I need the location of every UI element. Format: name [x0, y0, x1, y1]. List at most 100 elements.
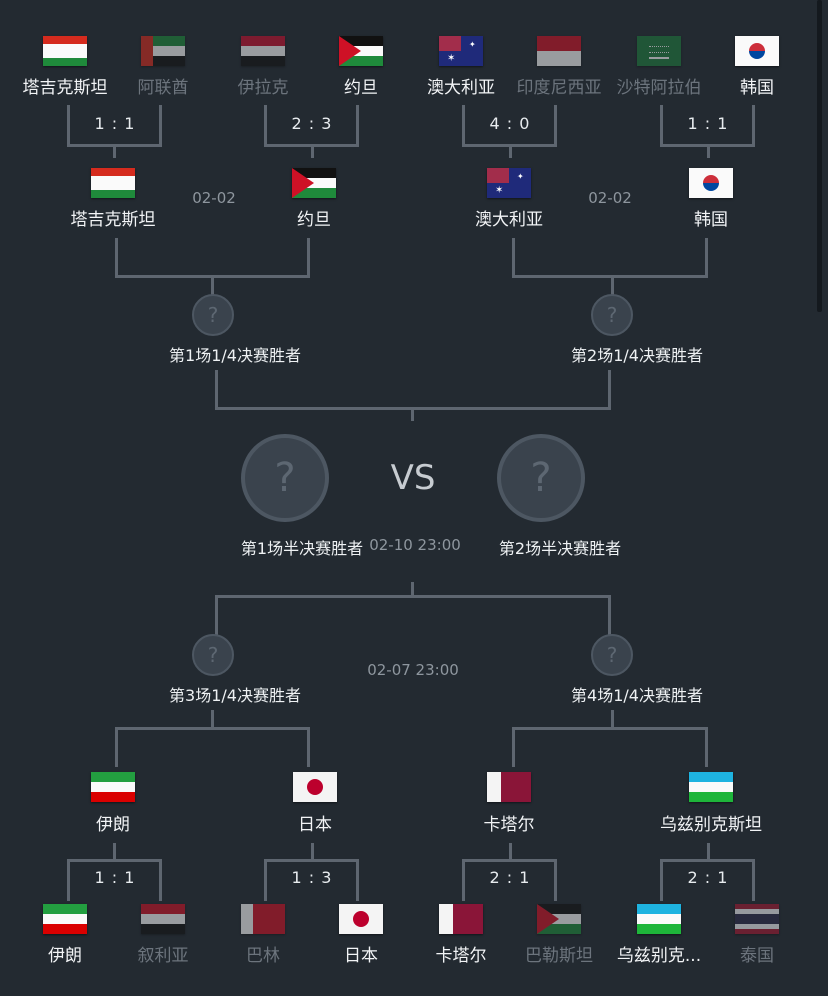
- team-name: 巴勒斯坦: [525, 946, 593, 966]
- bracket-line: [113, 144, 116, 158]
- bracket-line: [215, 595, 218, 635]
- bracket-line: [660, 859, 755, 862]
- bracket-line: [462, 105, 465, 147]
- team-name: 卡塔尔: [483, 815, 535, 835]
- finalist-placeholder: ?: [497, 434, 585, 522]
- bracket-line: [215, 370, 218, 410]
- bracket-line: [608, 595, 611, 635]
- bracket-line: [307, 727, 310, 767]
- flag-iran: [91, 772, 135, 802]
- bracket-line: [159, 105, 162, 147]
- scrollbar[interactable]: [817, 0, 822, 312]
- match-score[interactable]: 1 : 1: [94, 868, 136, 887]
- flag-uzbekistan: [637, 904, 681, 934]
- bracket-line: [509, 843, 512, 861]
- bracket-line: [660, 105, 663, 147]
- qf-winner-label: 第1场1/4决赛胜者: [169, 346, 301, 365]
- bracket-line: [411, 407, 414, 421]
- flag-uae: [141, 36, 185, 66]
- team-name: 约旦: [297, 210, 331, 230]
- tbd-team-placeholder: ?: [591, 634, 633, 676]
- team-name: 日本: [298, 815, 332, 835]
- team-name: 乌兹别克斯坦: [660, 815, 762, 835]
- flag-south-korea: [689, 168, 733, 198]
- team-name: 印度尼西亚: [516, 78, 602, 98]
- bracket-line: [115, 238, 118, 278]
- bracket-line: [512, 275, 708, 278]
- team-name: 伊拉克: [237, 78, 289, 98]
- flag-iran: [43, 904, 87, 934]
- bracket-line: [611, 710, 614, 730]
- team-name: 巴林: [246, 946, 280, 966]
- team-name: 塔吉克斯坦: [22, 78, 108, 98]
- bracket-line: [264, 859, 267, 901]
- match-date: 02-02: [588, 189, 632, 207]
- match-date: 02-02: [192, 189, 236, 207]
- team-name: 约旦: [344, 78, 378, 98]
- bracket-line: [215, 595, 611, 598]
- bracket-line: [311, 843, 314, 861]
- bracket-line: [509, 144, 512, 158]
- team-name: 伊朗: [96, 815, 130, 835]
- team-name: 乌兹别克...: [616, 946, 702, 966]
- bracket-line: [512, 727, 515, 767]
- team-name: 沙特阿拉伯: [616, 78, 702, 98]
- flag-jordan: [339, 36, 383, 66]
- team-name: 韩国: [740, 78, 774, 98]
- qf-winner-label: 第2场1/4决赛胜者: [571, 346, 703, 365]
- bracket-line: [705, 238, 708, 278]
- flag-palestine: [537, 904, 581, 934]
- flag-japan: [293, 772, 337, 802]
- bracket-line: [554, 105, 557, 147]
- bracket-line: [211, 710, 214, 730]
- bracket-line: [356, 105, 359, 147]
- team-name: 泰国: [740, 946, 774, 966]
- sf-winner-label: 第2场半决赛胜者: [498, 539, 622, 558]
- team-name: 塔吉克斯坦: [70, 210, 156, 230]
- bracket-line: [554, 859, 557, 901]
- match-score[interactable]: 1 : 1: [94, 114, 136, 133]
- flag-south-korea: [735, 36, 779, 66]
- match-score[interactable]: 2 : 1: [489, 868, 531, 887]
- qf-winner-label: 第3场1/4决赛胜者: [169, 686, 301, 705]
- tbd-team-placeholder: ?: [192, 634, 234, 676]
- team-name: 澳大利亚: [475, 210, 543, 230]
- bracket-line: [113, 843, 116, 861]
- bracket-line: [264, 105, 267, 147]
- bracket-line: [211, 275, 214, 295]
- flag-bahrain: [241, 904, 285, 934]
- flag-indonesia: [537, 36, 581, 66]
- match-score[interactable]: 1 : 3: [291, 868, 333, 887]
- team-name: 伊朗: [48, 946, 82, 966]
- bracket-line: [705, 727, 708, 767]
- flag-iraq: [241, 36, 285, 66]
- flag-tajikistan: [43, 36, 87, 66]
- sf-winner-label: 第1场半决赛胜者: [240, 539, 364, 558]
- bracket-line: [707, 144, 710, 158]
- tbd-team-placeholder: ?: [192, 294, 234, 336]
- flag-syria: [141, 904, 185, 934]
- qf-winner-label: 第4场1/4决赛胜者: [571, 686, 703, 705]
- bracket-line: [115, 727, 310, 730]
- match-score[interactable]: 1 : 1: [687, 114, 729, 133]
- match-score[interactable]: 2 : 1: [687, 868, 729, 887]
- team-name: 澳大利亚: [427, 78, 495, 98]
- flag-australia: ✦✶: [487, 168, 531, 198]
- bracket-line: [264, 859, 359, 862]
- bracket-line: [512, 727, 708, 730]
- match-score[interactable]: 2 : 3: [291, 114, 333, 133]
- sf-date: 02-07 23:00: [367, 661, 459, 679]
- match-score[interactable]: 4 : 0: [489, 114, 531, 133]
- bracket-line: [707, 843, 710, 861]
- bracket-line: [356, 859, 359, 901]
- team-name: 阿联酋: [137, 78, 189, 98]
- bracket-line: [512, 238, 515, 278]
- team-name: 韩国: [694, 210, 728, 230]
- finalist-placeholder: ?: [241, 434, 329, 522]
- bracket-line: [67, 859, 70, 901]
- bracket-line: [311, 144, 314, 158]
- bracket-line: [660, 859, 663, 901]
- flag-japan: [339, 904, 383, 934]
- bracket-line: [67, 859, 162, 862]
- flag-saudi-arabia: [637, 36, 681, 66]
